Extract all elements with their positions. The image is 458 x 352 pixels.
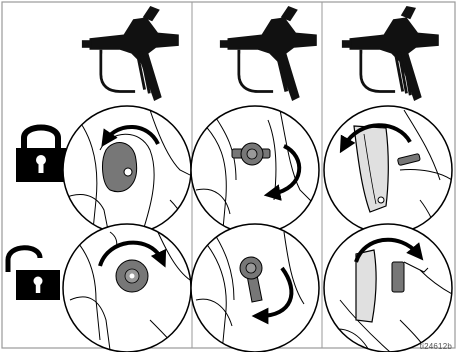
- spray-gun-icon: [82, 6, 179, 101]
- padlock-open-icon: [8, 248, 60, 300]
- lock-lever: [103, 143, 137, 192]
- detail-gun3-locked: [324, 106, 452, 240]
- trigger-guard: [356, 250, 376, 322]
- spray-gun-icon: [220, 6, 317, 101]
- detail-gun1-unlocked: [63, 224, 191, 352]
- lock-pin: [392, 262, 404, 292]
- detail-gun2-unlocked: [191, 224, 319, 352]
- detail-gun1-locked: [60, 106, 200, 240]
- padlock-closed-icon: [16, 128, 66, 183]
- detail-gun2-locked: [191, 106, 320, 240]
- figure-reference-code: ti24612b: [420, 342, 452, 351]
- detail-gun3-unlocked: [324, 224, 456, 352]
- spray-gun-icon: [342, 6, 439, 101]
